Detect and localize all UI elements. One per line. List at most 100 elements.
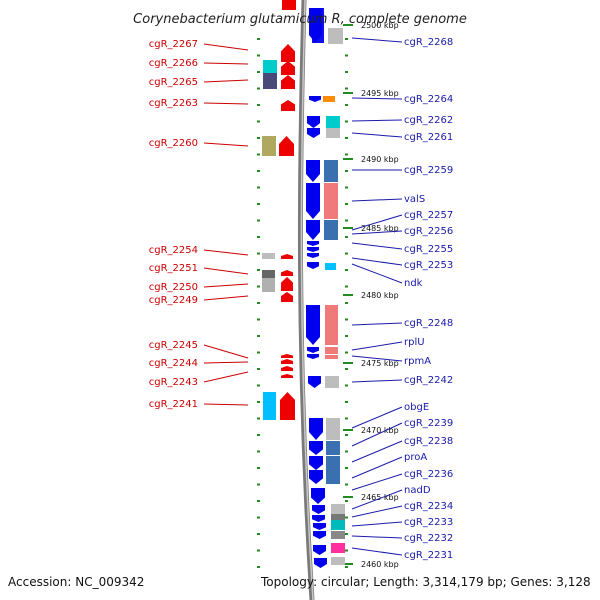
gene-label-cgr_2239: cgR_2239 — [404, 418, 453, 429]
gene-label-cgr_2232: cgR_2232 — [404, 533, 453, 544]
label-leader-line — [351, 341, 403, 351]
label-leader-line — [351, 214, 403, 231]
gene-label-cgr_2262: cgR_2262 — [404, 115, 453, 126]
tick-dot — [345, 533, 348, 535]
tick-dot — [257, 186, 260, 189]
tick-dot — [257, 483, 260, 486]
forward-gene-arrow — [279, 136, 294, 156]
gene-label-cgr_2265: cgR_2265 — [149, 77, 198, 88]
label-leader-line — [351, 37, 403, 43]
accession-text: Accession: NC_009342 — [8, 575, 144, 589]
gene-feature-box — [325, 376, 339, 388]
forward-gene-arrow — [281, 254, 293, 259]
gene-feature-box — [331, 504, 345, 514]
tick-dot — [257, 302, 260, 304]
genome-backbone-highlight — [300, 0, 314, 600]
label-leader-line — [351, 230, 403, 235]
label-leader-line — [351, 198, 403, 202]
label-leader-line — [203, 62, 249, 65]
tick-dot — [257, 219, 260, 222]
label-leader-line — [203, 403, 249, 406]
gene-label-cgr_2263: cgR_2263 — [149, 98, 198, 109]
tick-dot — [257, 318, 260, 321]
gene-feature-box — [331, 514, 345, 520]
reverse-gene-arrow — [309, 418, 323, 440]
gene-label-rplu: rplU — [404, 337, 425, 348]
tick-dot — [345, 335, 348, 337]
reverse-gene-arrow — [313, 523, 326, 530]
label-leader-line — [203, 283, 249, 288]
tick-dot — [345, 368, 348, 370]
genome-backbone — [297, 0, 315, 600]
label-leader-line — [351, 422, 403, 447]
gene-feature-box — [326, 116, 340, 128]
tick-dot — [345, 170, 348, 172]
gene-label-proa: proA — [404, 452, 427, 463]
tick-dot — [257, 351, 260, 354]
kbp-tick-label: 2485 kbp — [361, 224, 399, 233]
tick-dot — [257, 137, 260, 139]
gene-feature-box — [323, 96, 335, 102]
gene-feature-box — [331, 543, 345, 553]
gene-feature-box — [326, 128, 340, 138]
reverse-gene-arrow — [309, 441, 323, 455]
forward-gene-arrow — [281, 374, 293, 378]
label-leader-line — [351, 473, 403, 491]
gene-feature-box — [325, 347, 338, 354]
kbp-tick-label: 2465 kbp — [361, 493, 399, 502]
reverse-gene-arrow — [307, 262, 319, 269]
tick-dot — [257, 566, 260, 568]
kbp-tick-label: 2500 kbp — [361, 21, 399, 30]
kbp-tick-label: 2490 kbp — [361, 155, 399, 164]
label-leader-line — [351, 97, 403, 100]
forward-gene-arrow — [281, 354, 293, 358]
kbp-tick-label: 2495 kbp — [361, 89, 399, 98]
label-leader-line — [203, 102, 249, 105]
tick-dot — [345, 120, 348, 123]
tick-dot — [345, 153, 348, 156]
gene-feature-box — [262, 270, 275, 278]
tick-dot — [257, 120, 260, 123]
gene-label-cgr_2266: cgR_2266 — [149, 58, 198, 69]
gene-label-cgr_2238: cgR_2238 — [404, 436, 453, 447]
map-title: Corynebacterium glutamicum R, complete g… — [133, 12, 467, 27]
gene-label-cgr_2261: cgR_2261 — [404, 132, 453, 143]
label-leader-line — [351, 505, 403, 518]
gene-label-cgr_2264: cgR_2264 — [404, 94, 453, 105]
gene-label-cgr_2233: cgR_2233 — [404, 517, 453, 528]
reverse-gene-arrow — [307, 116, 320, 128]
gene-feature-box — [326, 470, 340, 484]
tick-dot — [257, 368, 260, 370]
label-leader-line — [203, 43, 249, 51]
tick-dot — [257, 533, 260, 535]
reverse-gene-arrow — [306, 220, 320, 240]
gene-label-cgr_2236: cgR_2236 — [404, 469, 453, 480]
tick-dot — [345, 54, 348, 57]
gene-features — [262, 0, 345, 568]
reverse-gene-arrow — [312, 505, 325, 514]
tick-dot — [345, 351, 348, 354]
tick-dot — [257, 269, 260, 271]
label-leader-line — [351, 440, 403, 463]
label-leader-line — [351, 521, 403, 527]
gene-feature-box — [331, 557, 345, 565]
gene-feature-box — [324, 183, 338, 219]
tick-dot — [345, 467, 348, 469]
label-leader-line — [351, 242, 403, 250]
forward-gene-arrow — [281, 292, 293, 302]
tick-dot — [345, 302, 348, 304]
gene-feature-box — [262, 136, 276, 156]
gene-label-cgr_2231: cgR_2231 — [404, 550, 453, 561]
gene-label-cgr_2241: cgR_2241 — [149, 399, 198, 410]
gene-label-ndk: ndk — [404, 278, 423, 289]
label-leader-line — [351, 257, 403, 266]
tick-dot — [345, 434, 348, 436]
reverse-gene-arrow — [309, 470, 323, 484]
tick-dot — [257, 434, 260, 436]
label-leader-line — [203, 142, 249, 147]
tick-dot — [345, 87, 348, 90]
tick-dot — [345, 417, 348, 420]
tick-dot — [345, 285, 348, 288]
gene-feature-box — [326, 456, 340, 470]
forward-gene-arrow — [281, 359, 293, 364]
